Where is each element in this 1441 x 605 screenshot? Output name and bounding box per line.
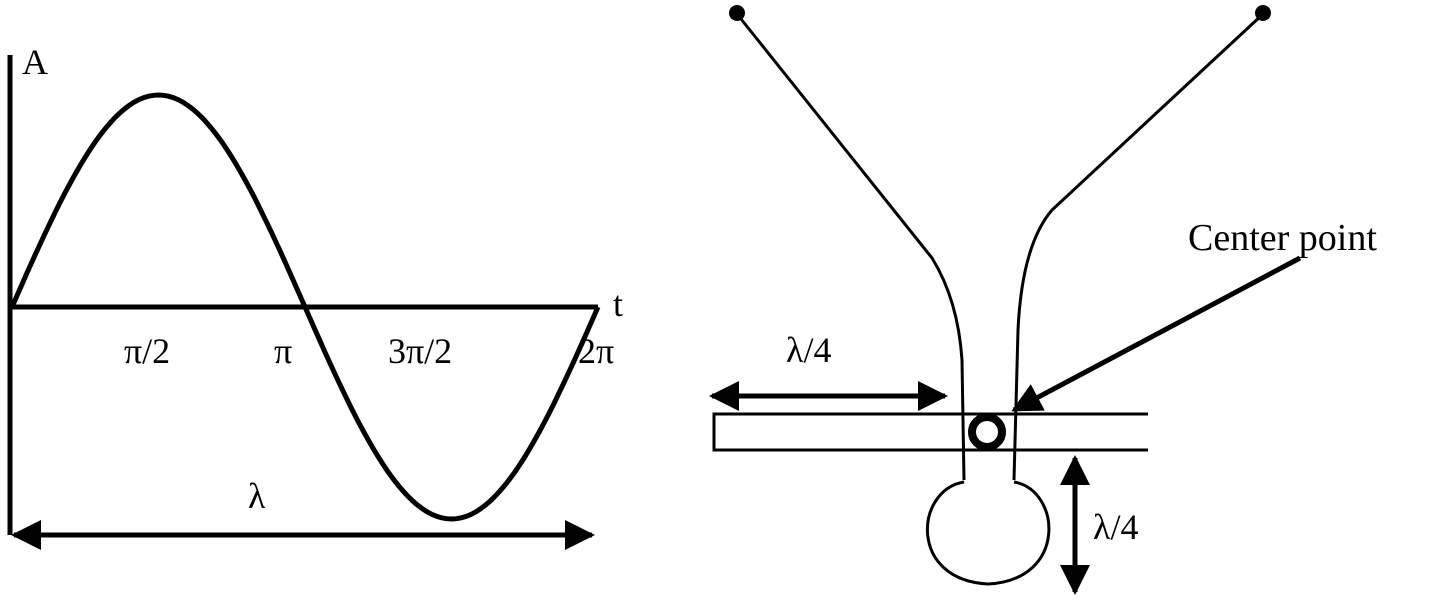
tick-label-three-half-pi: 3π/2 bbox=[388, 331, 452, 371]
tick-label-half-pi: π/2 bbox=[124, 331, 170, 371]
amplitude-axis-label: A bbox=[22, 42, 48, 82]
antenna-arm-left bbox=[735, 13, 966, 481]
horizontal-quarter-label: λ/4 bbox=[786, 330, 831, 370]
vertical-quarter-label: λ/4 bbox=[1093, 507, 1138, 547]
balun-loop bbox=[925, 480, 1051, 586]
center-point-ring bbox=[968, 413, 1006, 451]
wave-diagram: A t π/2 π 3π/2 2π λ bbox=[7, 42, 623, 550]
center-point-arrow bbox=[1011, 255, 1302, 413]
antenna-tip-left bbox=[729, 5, 745, 21]
antenna-tip-right bbox=[1255, 5, 1271, 21]
tick-label-pi: π bbox=[274, 331, 292, 371]
center-point-label: Center point bbox=[1188, 217, 1377, 259]
sine-curve bbox=[9, 92, 601, 522]
boom bbox=[712, 412, 1148, 452]
tick-label-two-pi: 2π bbox=[578, 331, 614, 371]
time-axis-label: t bbox=[613, 284, 623, 324]
antenna-diagram: Center point λ/4 λ/4 bbox=[709, 5, 1377, 595]
wavelength-label: λ bbox=[248, 476, 266, 516]
antenna-arm-right bbox=[1012, 12, 1265, 481]
